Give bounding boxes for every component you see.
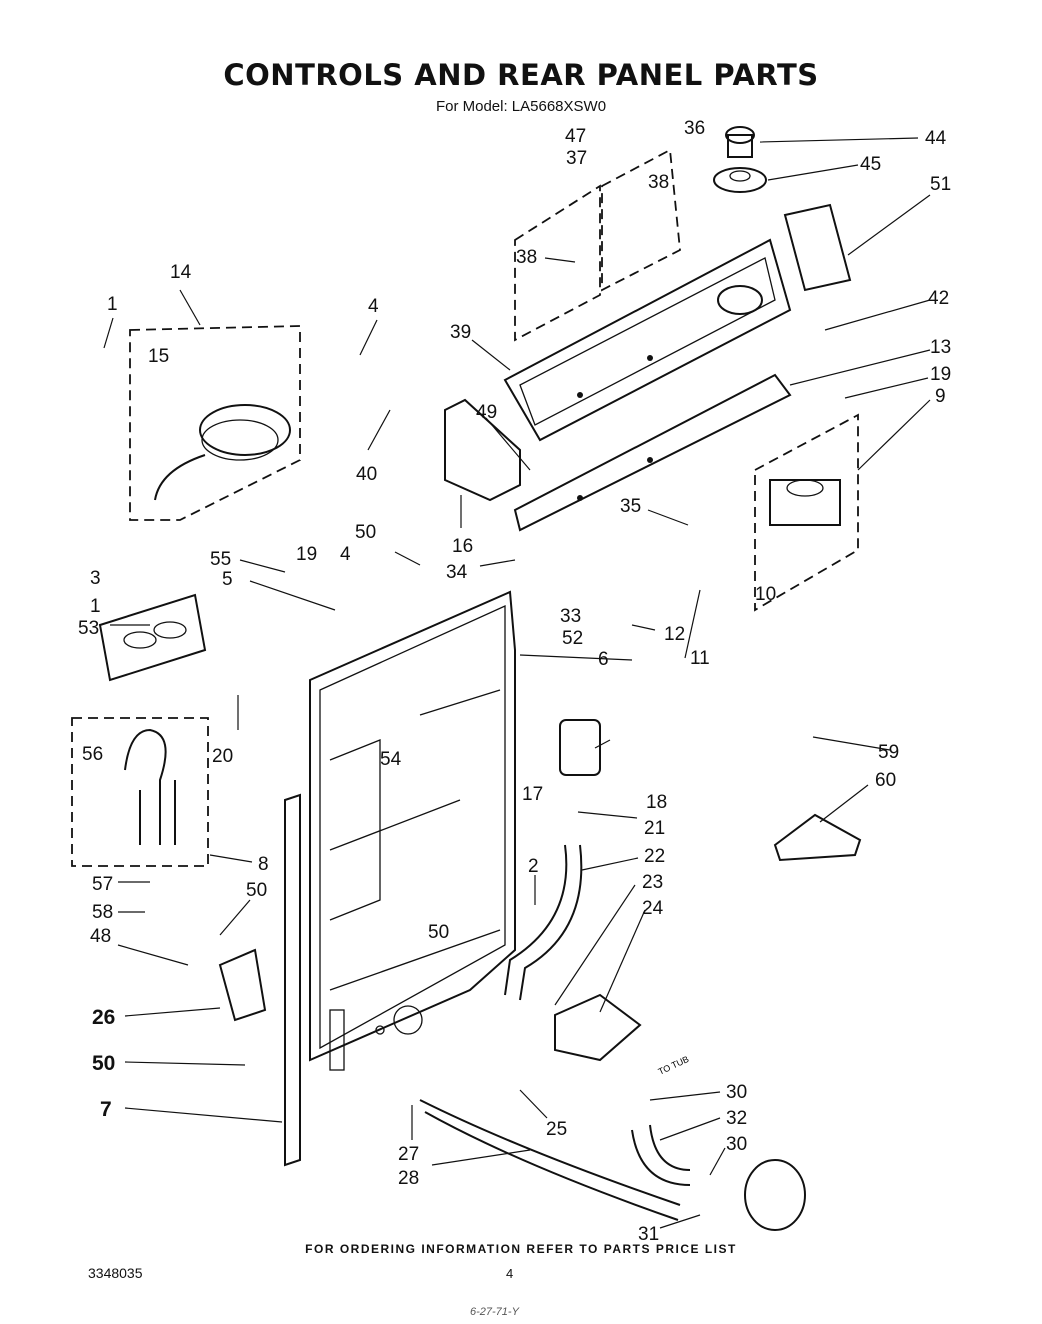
callout-15: 15 xyxy=(148,346,169,367)
callout-51: 51 xyxy=(930,174,951,195)
page-number: 4 xyxy=(506,1266,514,1281)
callout-1b: 1 xyxy=(90,596,101,617)
bracket-26 xyxy=(218,948,267,1022)
callout-60: 60 xyxy=(875,770,896,791)
callout-55: 55 xyxy=(210,549,231,570)
to-tub-label: TO TUB xyxy=(657,1054,691,1077)
callout-34: 34 xyxy=(446,562,468,583)
control-console xyxy=(503,238,792,532)
callout-50d: 50 xyxy=(92,1052,115,1075)
leader-lines xyxy=(103,137,931,1229)
callout-48: 48 xyxy=(90,926,111,947)
callout-16: 16 xyxy=(452,536,473,557)
callout-12: 12 xyxy=(664,624,685,645)
hose-22 xyxy=(504,844,583,1001)
callout-23: 23 xyxy=(642,872,663,893)
callout-27: 27 xyxy=(398,1144,419,1165)
model-subtitle: For Model: LA5668XSW0 xyxy=(435,98,607,115)
callout-36: 36 xyxy=(684,118,705,139)
callout-39: 39 xyxy=(450,322,471,343)
valve-18 xyxy=(559,719,601,776)
rear-panel xyxy=(309,590,516,1071)
bracket-60 xyxy=(773,813,862,862)
callout-1: 1 xyxy=(107,294,118,315)
callout-31: 31 xyxy=(638,1224,659,1245)
callout-58: 58 xyxy=(92,902,113,923)
switch-51 xyxy=(783,203,852,292)
page-title: CONTROLS AND REAR PANEL PARTS xyxy=(223,58,819,92)
callout-14: 14 xyxy=(170,262,192,283)
group-box-8 xyxy=(71,717,209,867)
callout-24: 24 xyxy=(642,898,664,919)
skirt-45 xyxy=(713,167,767,193)
callout-6: 6 xyxy=(598,649,609,670)
callout-40: 40 xyxy=(356,464,377,485)
callout-28: 28 xyxy=(398,1168,419,1189)
callout-50b: 50 xyxy=(246,880,267,901)
callout-30: 30 xyxy=(726,1082,747,1103)
callout-49: 49 xyxy=(476,402,497,423)
document-number: 3348035 xyxy=(88,1265,143,1281)
knob-44 xyxy=(725,126,755,158)
callout-2: 2 xyxy=(528,856,539,877)
callout-42: 42 xyxy=(928,288,949,309)
callout-17: 17 xyxy=(522,784,543,805)
callout-37: 37 xyxy=(566,148,587,169)
callout-50c: 50 xyxy=(428,922,449,943)
callout-22: 22 xyxy=(644,846,665,867)
callout-26: 26 xyxy=(92,1006,115,1029)
callout-8: 8 xyxy=(258,854,269,875)
group-box-37 xyxy=(514,184,601,342)
callout-33: 33 xyxy=(560,606,581,627)
callout-19: 19 xyxy=(296,544,317,565)
callout-4: 4 xyxy=(368,296,379,317)
rail-7 xyxy=(284,793,301,1167)
callout-18: 18 xyxy=(646,792,667,813)
callout-32: 32 xyxy=(726,1108,747,1129)
callout-13: 13 xyxy=(930,337,951,358)
callout-20: 20 xyxy=(212,746,233,767)
callout-45: 45 xyxy=(860,154,881,175)
callout-38b: 38 xyxy=(648,172,669,193)
callout-52: 52 xyxy=(562,628,583,649)
motor-housing xyxy=(744,1159,806,1231)
callout-30b: 30 xyxy=(726,1134,747,1155)
cover-53 xyxy=(98,593,207,682)
callout-57: 57 xyxy=(92,874,113,895)
callout-54: 54 xyxy=(380,749,402,770)
callout-47: 47 xyxy=(565,126,586,147)
callout-3: 3 xyxy=(90,568,101,589)
callout-10: 10 xyxy=(755,584,776,605)
callout-4b: 4 xyxy=(340,544,351,565)
bracket-16 xyxy=(444,398,521,502)
callout-9: 9 xyxy=(935,386,946,407)
group-box-9 xyxy=(754,413,859,612)
group-box-47 xyxy=(601,148,681,292)
callout-11: 11 xyxy=(690,648,710,669)
timer-9 xyxy=(769,479,841,526)
callout-56: 56 xyxy=(82,744,103,765)
callout-35: 35 xyxy=(620,496,641,517)
callout-44: 44 xyxy=(925,128,947,149)
callout-53: 53 xyxy=(78,618,99,639)
pump-24 xyxy=(554,993,642,1062)
callout-25: 25 xyxy=(546,1119,567,1140)
callout-50: 50 xyxy=(355,522,376,543)
drain-hose-28 xyxy=(419,1099,681,1221)
power-cord xyxy=(154,404,291,501)
callout-21: 21 xyxy=(644,818,665,839)
callout-59: 59 xyxy=(878,742,899,763)
hose-32 xyxy=(631,1124,691,1186)
hose-56 xyxy=(124,728,176,845)
handwritten-note: 6-27-71-Y xyxy=(470,1306,519,1318)
callout-7: 7 xyxy=(100,1098,112,1121)
ordering-note: FOR ORDERING INFORMATION REFER TO PARTS … xyxy=(305,1242,737,1256)
group-box-14 xyxy=(129,325,301,521)
callout-38: 38 xyxy=(516,247,537,268)
callout-5: 5 xyxy=(222,569,233,590)
callout-19b: 19 xyxy=(930,364,951,385)
